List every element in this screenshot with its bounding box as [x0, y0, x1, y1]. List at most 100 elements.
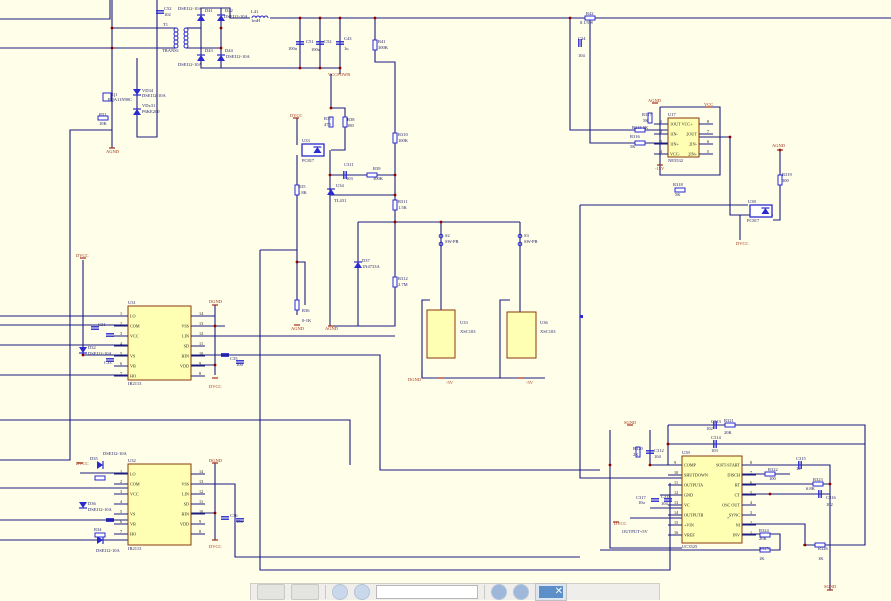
label-r39-v: 300K	[373, 176, 384, 181]
label-r316: R316	[630, 134, 641, 139]
close-view-button[interactable]: ✕	[535, 583, 567, 601]
pin-name: INV	[733, 533, 740, 538]
pin-number: 2	[120, 321, 122, 326]
pin-number: 1	[660, 119, 662, 124]
zoom-in-icon[interactable]	[354, 584, 370, 600]
label-xsc2: U36	[540, 320, 548, 325]
diode-icon	[217, 55, 225, 61]
resistor-icon	[342, 116, 348, 128]
wire	[191, 483, 580, 558]
capacitor-icon	[713, 440, 717, 448]
toolbar-button-page[interactable]	[257, 584, 285, 600]
wire	[742, 523, 806, 545]
capacitor-icon	[798, 461, 802, 469]
ic-part: UC3525	[682, 544, 698, 549]
capacitor-icon	[106, 358, 114, 362]
wire	[259, 250, 671, 571]
transformer-coil-icon	[183, 31, 189, 37]
label-c51: C51	[306, 39, 314, 44]
label-c314-v: 103	[711, 448, 719, 453]
resistor-icon	[372, 39, 378, 51]
label-agnd4: AGND	[291, 326, 305, 331]
wire	[609, 430, 682, 549]
label-c34: C34	[578, 36, 586, 41]
junction-dot	[803, 543, 807, 547]
label-d36-part: DSEI12-10A	[96, 548, 120, 553]
wire	[421, 370, 545, 379]
pin-number: 15	[674, 520, 678, 525]
label-dsei: DSEI12-10A	[178, 6, 202, 11]
next-icon[interactable]	[513, 584, 529, 600]
label-q1-part: FQA11N90C	[108, 97, 132, 102]
label-c43: C43	[344, 36, 352, 41]
pin-name: HIN	[182, 512, 189, 517]
label-r310-v: 100K	[398, 138, 409, 143]
pin-number: 6	[120, 519, 122, 524]
ic-ref: U17	[668, 112, 676, 117]
chip-body[interactable]	[506, 311, 537, 359]
previous-icon[interactable]	[491, 584, 507, 600]
pin-name: LIN	[182, 492, 189, 497]
transformer-coil-icon	[173, 39, 179, 45]
pin-number: 1	[750, 530, 752, 535]
pin-number: 9	[674, 460, 676, 465]
switch-contact-icon	[438, 233, 444, 239]
pin-name: DISCH	[727, 473, 740, 478]
label-r326: R326	[818, 546, 829, 551]
junction-dot	[213, 324, 217, 328]
wire	[200, 8, 340, 69]
junction-dot	[213, 511, 217, 515]
label-s3-part: SW-PB	[524, 239, 538, 244]
label-r317-v: 5K	[643, 118, 649, 123]
pin-number: 7	[120, 371, 122, 376]
chip-body[interactable]	[426, 309, 456, 359]
chip-body[interactable]	[681, 455, 743, 544]
junction-dot	[329, 106, 333, 110]
pin-name: SHUTDOWN	[684, 473, 708, 478]
capacitor-icon	[91, 326, 99, 330]
pin-name: 1IN-	[670, 132, 679, 137]
chip-body[interactable]	[127, 305, 192, 381]
ic-part: IR2113	[128, 546, 142, 551]
label-xsc2-part: XSC103	[540, 329, 556, 334]
junction-dot	[298, 66, 302, 70]
chip-body[interactable]	[127, 463, 192, 546]
label-xsc1-part: XSC103	[460, 329, 476, 334]
label-l41: L41	[251, 9, 258, 14]
label-r326-v: 1K	[818, 556, 824, 561]
pin-number: 13	[199, 321, 203, 326]
label-r37: R37	[324, 116, 332, 121]
inductor-icon	[263, 15, 269, 19]
pin-name: VSS	[181, 324, 189, 329]
junction-dot	[393, 220, 397, 224]
no-connect-icon: ×	[727, 515, 730, 520]
label-r323: R323	[813, 477, 824, 482]
diode-icon	[97, 461, 103, 469]
resistor-icon	[759, 532, 771, 538]
pin-number: 10	[199, 509, 203, 514]
zoom-out-icon[interactable]	[332, 584, 348, 600]
chip-body[interactable]	[667, 117, 700, 158]
marker-icon	[580, 315, 583, 318]
toolbar-button-print[interactable]	[291, 584, 319, 600]
resistor-icon	[777, 174, 783, 186]
label-l41-v: 1mH	[251, 18, 261, 23]
ic-ref: U39	[682, 450, 690, 455]
label-c53-v: 100u	[311, 47, 321, 52]
wire	[421, 299, 430, 378]
label-r319: R319	[782, 172, 793, 177]
pin-number: 3	[120, 489, 122, 494]
label-r312: R312	[398, 276, 408, 281]
pin-name: SD	[184, 502, 189, 507]
label-vcc1: VCC	[704, 102, 713, 107]
zoom-input[interactable]	[376, 585, 478, 599]
label-r37-v: 470	[324, 122, 332, 127]
label-u38: U38	[748, 199, 756, 204]
label-dvcc-ir2: DVCC	[76, 461, 89, 466]
pin-number: 5	[120, 351, 122, 356]
